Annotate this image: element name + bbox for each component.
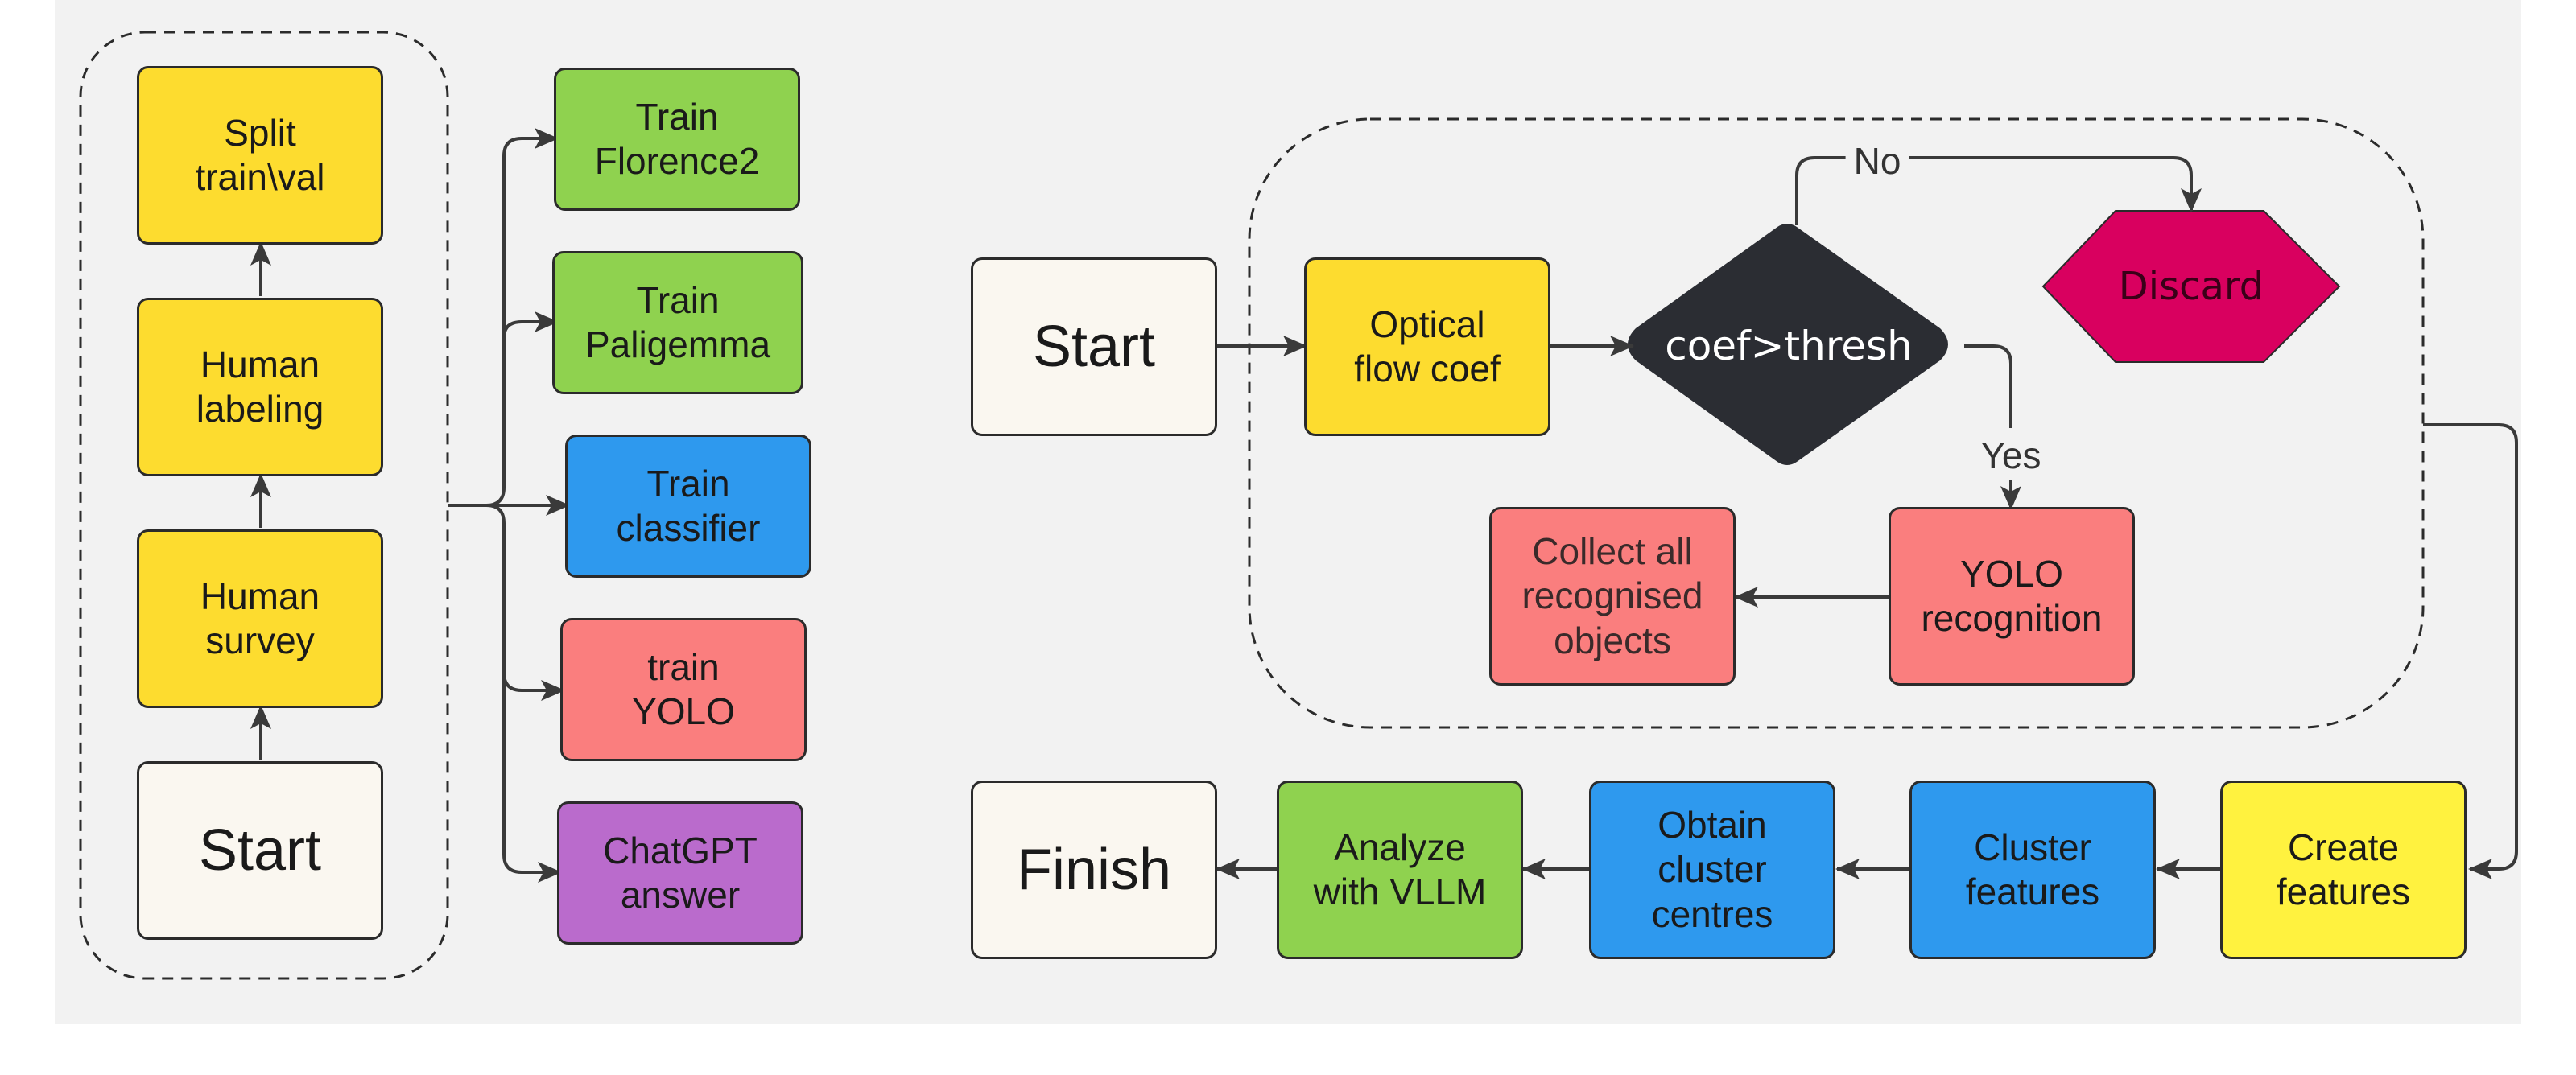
human-survey-node[interactable]: Human survey xyxy=(137,529,383,708)
arrow-group-to-chatgpt xyxy=(502,673,562,883)
arrow-group-to-yolo xyxy=(485,504,565,701)
arrow-decision-no-to-discard xyxy=(1795,156,2202,225)
human-labeling-node[interactable]: Human labeling xyxy=(137,298,383,476)
yes-branch-label: Yes xyxy=(1975,434,2046,477)
cluster-features-node[interactable]: Cluster features xyxy=(1909,781,2156,959)
chatgpt-answer-node[interactable]: ChatGPT answer xyxy=(557,801,803,945)
arrow-decision-yes-to-yolo xyxy=(1964,344,2013,428)
discard-hexagon-shape xyxy=(2041,210,2341,363)
left-start-node[interactable]: Start xyxy=(137,761,383,940)
create-features-node[interactable]: Create features xyxy=(2220,781,2467,959)
finish-node[interactable]: Finish xyxy=(971,781,1217,959)
no-branch-label: No xyxy=(1845,139,1909,183)
right-start-node[interactable]: Start xyxy=(971,257,1217,436)
train-yolo-node[interactable]: train YOLO xyxy=(560,618,807,761)
left-dashed-group xyxy=(79,31,449,980)
train-classifier-node[interactable]: Train classifier xyxy=(565,435,811,578)
decision-diamond-shape xyxy=(1628,224,1948,465)
arrow-group-to-paligemma xyxy=(502,311,559,339)
yolo-recognition-node[interactable]: YOLO recognition xyxy=(1889,507,2135,686)
obtain-cluster-centres-node[interactable]: Obtain cluster centres xyxy=(1589,781,1835,959)
arrow-group-to-create-features xyxy=(2423,423,2518,879)
collect-objects-node[interactable]: Collect all recognised objects xyxy=(1489,507,1736,686)
discard-node-label[interactable]: Discard xyxy=(2118,264,2264,309)
decision-diamond-label[interactable]: coef>thresh xyxy=(1665,323,1913,369)
optical-flow-coef-node[interactable]: Optical flow coef xyxy=(1304,257,1550,436)
train-paligemma-node[interactable]: Train Paligemma xyxy=(552,251,803,394)
split-train-val-node[interactable]: Split train\val xyxy=(137,66,383,245)
analyze-with-vllm-node[interactable]: Analyze with VLLM xyxy=(1277,781,1523,959)
train-florence2-node[interactable]: Train Florence2 xyxy=(554,68,800,211)
